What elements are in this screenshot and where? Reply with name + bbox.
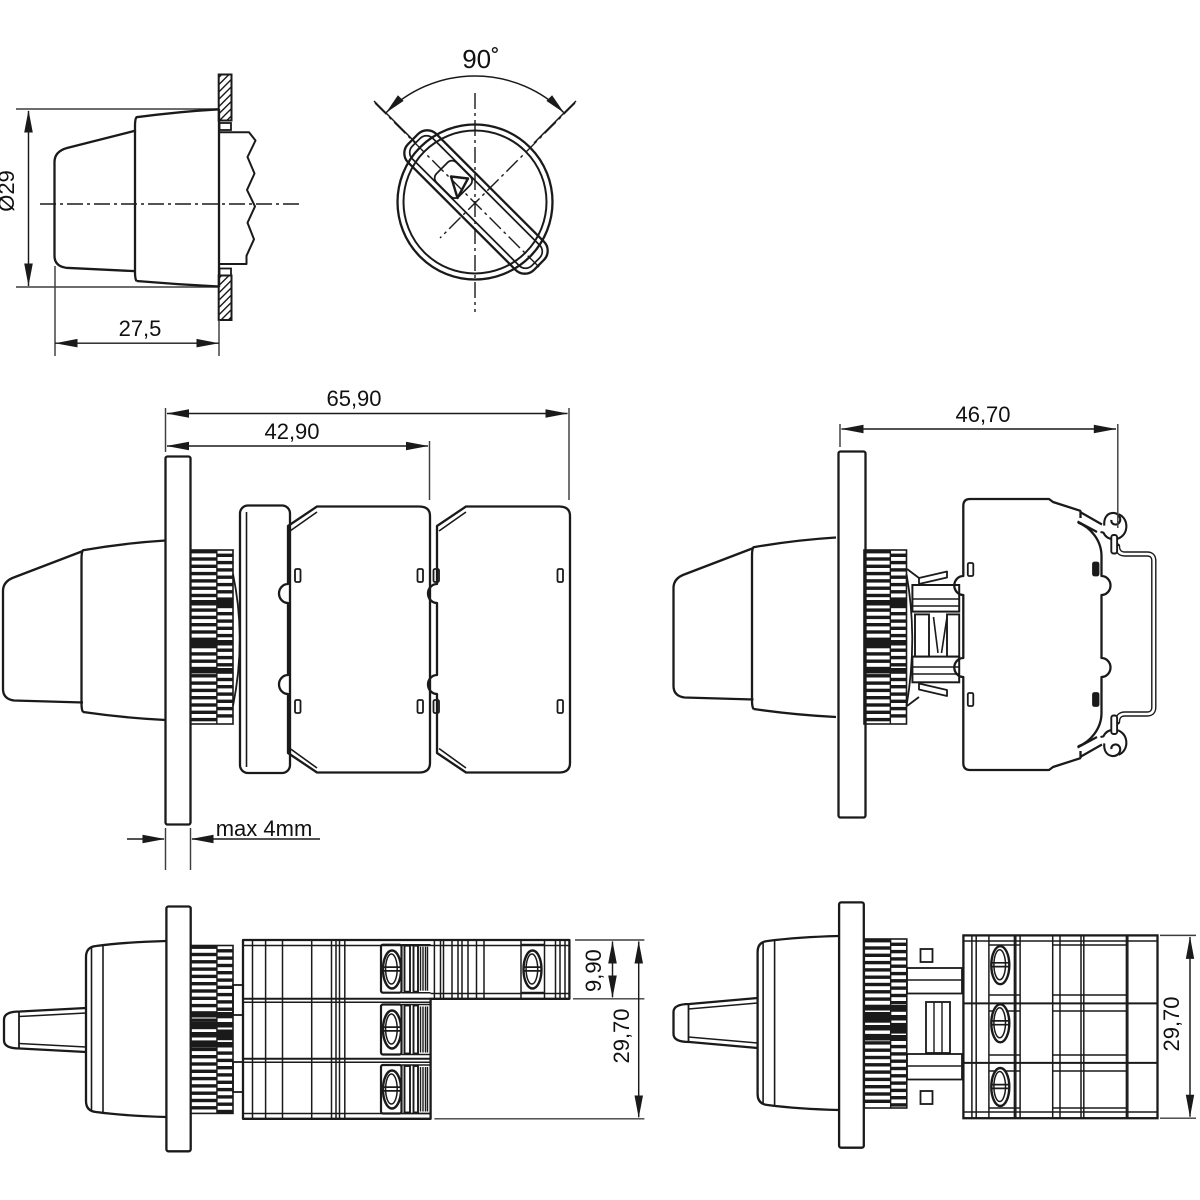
svg-text:90˚: 90˚ bbox=[462, 44, 500, 74]
svg-text:65,90: 65,90 bbox=[326, 386, 381, 411]
svg-text:9,90: 9,90 bbox=[581, 949, 606, 992]
svg-text:29,70: 29,70 bbox=[609, 1008, 634, 1063]
svg-text:Ø29: Ø29 bbox=[0, 170, 19, 212]
svg-text:29,70: 29,70 bbox=[1159, 996, 1184, 1051]
svg-text:42,90: 42,90 bbox=[264, 419, 319, 444]
svg-text:46,70: 46,70 bbox=[955, 402, 1010, 427]
svg-text:max 4mm: max 4mm bbox=[216, 816, 313, 841]
svg-text:27,5: 27,5 bbox=[119, 316, 162, 341]
